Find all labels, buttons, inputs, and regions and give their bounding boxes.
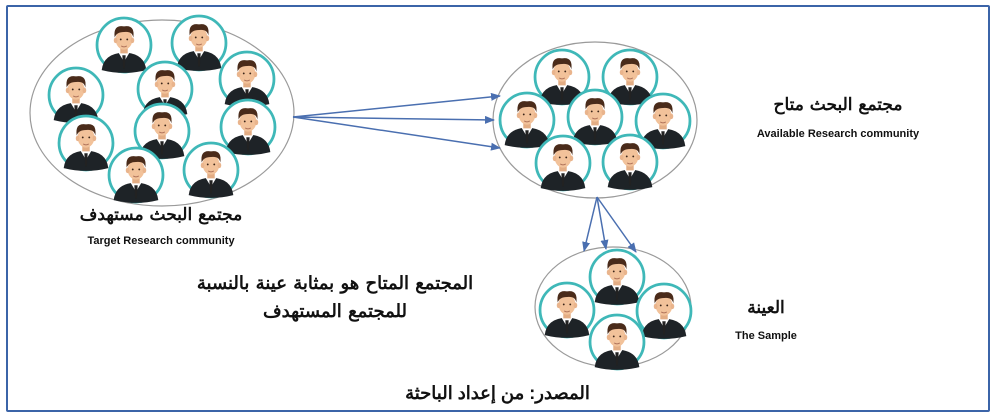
person-icon [498, 91, 556, 150]
person-icon [588, 248, 646, 307]
sample-label-ar: العينة [747, 298, 785, 318]
source-caption: المصدر: من إعداد الباحثة [405, 383, 590, 403]
person-icon [601, 133, 659, 192]
note-text: المجتمع المتاح هو بمثابة عينة بالنسبة لل… [185, 270, 485, 326]
person-icon [57, 114, 115, 173]
person-icon [588, 313, 646, 372]
arrow [596, 196, 637, 253]
sample-label-en: The Sample [735, 330, 797, 342]
arrow [292, 92, 501, 118]
person-icon [635, 282, 693, 341]
target-label-en: Target Research community [87, 235, 235, 247]
person-icon [47, 66, 105, 125]
person-icon [534, 134, 592, 193]
person-icon [182, 141, 240, 200]
note-line-1: المجتمع المتاح هو بمثابة عينة بالنسبة [196, 273, 474, 294]
note-line-2: للمجتمع المستهدف [263, 301, 407, 322]
person-icon [170, 14, 228, 73]
person-icon [538, 281, 596, 340]
arrow [292, 116, 501, 151]
person-icon [95, 16, 153, 75]
person-icon [566, 88, 624, 147]
figure-frame [6, 5, 990, 412]
arrow [596, 196, 609, 250]
person-icon [107, 146, 165, 205]
target-label-ar: مجتمع البحث مستهدف [79, 205, 243, 225]
available-label-en: Available Research community [756, 128, 920, 140]
arrow [582, 196, 598, 252]
available-label-ar: مجتمع البحث متاح [773, 95, 903, 115]
arrows-available-to-sample [582, 196, 637, 253]
person-icon [219, 98, 277, 157]
arrows-target-to-available [292, 92, 501, 151]
arrow [292, 115, 495, 124]
